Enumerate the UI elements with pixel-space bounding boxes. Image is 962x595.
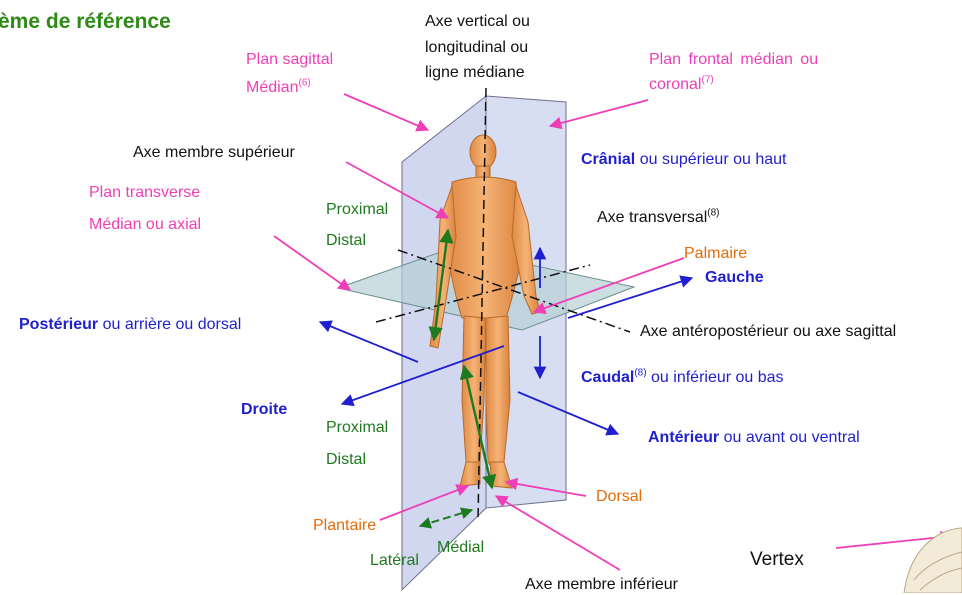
label-cranial: Crânial ou supérieur ou haut xyxy=(581,150,786,170)
label-axe-transversal: Axe transversal(8) xyxy=(597,208,720,228)
label-anterieur: Antérieur ou avant ou ventral xyxy=(648,428,860,448)
label-plan-transverse-2: Médian ou axial xyxy=(89,215,201,235)
label-axe-vertical-2: longitudinal ou xyxy=(425,38,528,58)
label-palmaire: Palmaire xyxy=(684,244,747,264)
label-plan-sagittal-2: Médian(6) xyxy=(246,78,311,98)
label-axe-membre-superieur: Axe membre supérieur xyxy=(133,143,295,163)
label-axe-vertical-1: Axe vertical ou xyxy=(425,12,530,32)
label-vertex: Vertex xyxy=(750,550,804,570)
label-axe-vertical-3: ligne médiane xyxy=(425,63,525,83)
label-plan-transverse-1: Plan transverse xyxy=(89,183,200,203)
label-axe-membre-inferieur: Axe membre inférieur xyxy=(525,575,678,595)
label-caudal: Caudal(8) ou inférieur ou bas xyxy=(581,368,784,388)
label-proximal-bottom: Proximal xyxy=(326,418,388,438)
label-distal-top: Distal xyxy=(326,231,366,251)
label-posterieur: Postérieur ou arrière ou dorsal xyxy=(19,315,241,335)
label-plan-frontal-2: coronal(7) xyxy=(649,75,714,95)
label-gauche: Gauche xyxy=(705,268,764,288)
page-title: ème de référence xyxy=(0,10,171,34)
arrow-membre-inf xyxy=(496,496,620,570)
label-plan-frontal-1: Plan frontal médian ou xyxy=(649,50,818,70)
label-lateral: Latéral xyxy=(370,551,419,571)
label-distal-bottom: Distal xyxy=(326,450,366,470)
label-plantaire: Plantaire xyxy=(313,516,376,536)
label-medial: Médial xyxy=(437,538,484,558)
label-proximal-top: Proximal xyxy=(326,200,388,220)
label-plan-sagittal-1: Plan sagittal xyxy=(246,50,333,70)
label-axe-anteroposterieur: Axe antéropostérieur ou axe sagittal xyxy=(640,322,896,342)
label-dorsal: Dorsal xyxy=(596,487,642,507)
label-droite: Droite xyxy=(241,400,287,420)
arrow-sagittal xyxy=(344,94,428,130)
